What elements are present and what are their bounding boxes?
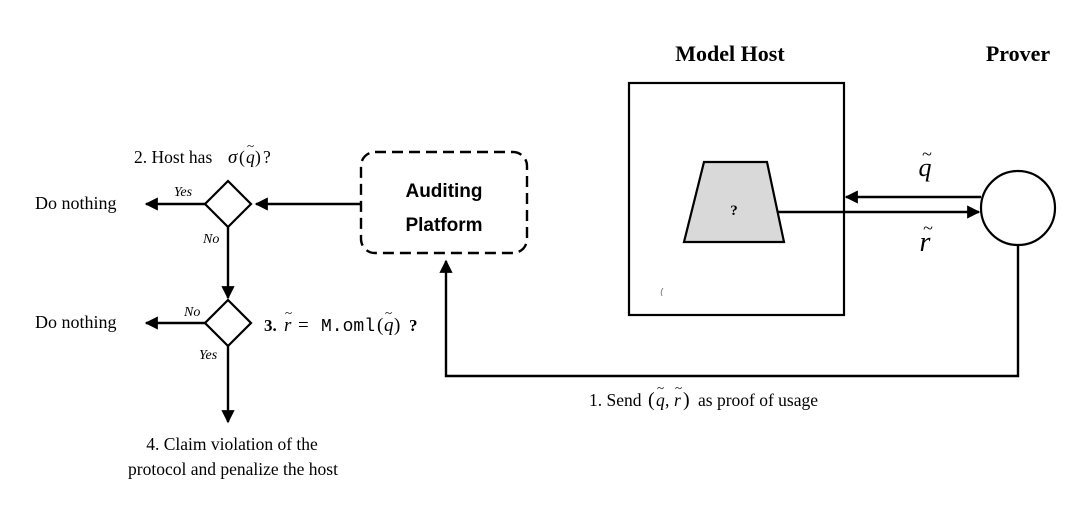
decision2-no-label: No	[183, 305, 200, 320]
step4-line1: 4. Claim violation of the	[146, 434, 318, 454]
step2-tilde: ~	[247, 138, 254, 153]
step4-line2: protocol and penalize the host	[128, 459, 338, 479]
model-unknown-mark: ?	[730, 203, 738, 219]
proof-path-arrow	[439, 245, 1020, 378]
model-host-box	[627, 81, 846, 317]
model-trapezoid	[682, 160, 786, 244]
do-nothing-2: Do nothing	[35, 312, 117, 332]
decision1-yes-label: Yes	[174, 185, 193, 200]
step3-tildes: ~ ~	[285, 305, 392, 320]
response-tilde: ~	[923, 218, 933, 238]
step1-tildes: ~ ~	[657, 380, 682, 395]
step3-label: 3. r = M.oml ( q ) ?	[264, 315, 418, 337]
model-host-title: Model Host	[675, 41, 785, 66]
auditing-platform-line2: Platform	[405, 215, 482, 236]
auditing-platform-box	[359, 150, 529, 255]
query-label: q	[919, 153, 932, 182]
query-tilde: ~	[922, 144, 932, 164]
decision1-no-label: No	[202, 232, 219, 247]
prover-title: Prover	[986, 41, 1051, 66]
decision2-yes-label: Yes	[199, 348, 218, 363]
decision-diamond-2	[203, 298, 253, 348]
auditing-platform-line1: Auditing	[405, 181, 482, 202]
step2-label: 2. Host has σ ( q ) ?	[134, 147, 271, 168]
step1-label: 1. Send ( q , r ) as proof of usage	[589, 389, 818, 411]
prover-circle	[979, 169, 1057, 247]
stray-mark	[660, 287, 664, 297]
response-label: r	[920, 227, 931, 258]
do-nothing-1: Do nothing	[35, 193, 117, 213]
decision-diamond-1	[203, 179, 253, 229]
